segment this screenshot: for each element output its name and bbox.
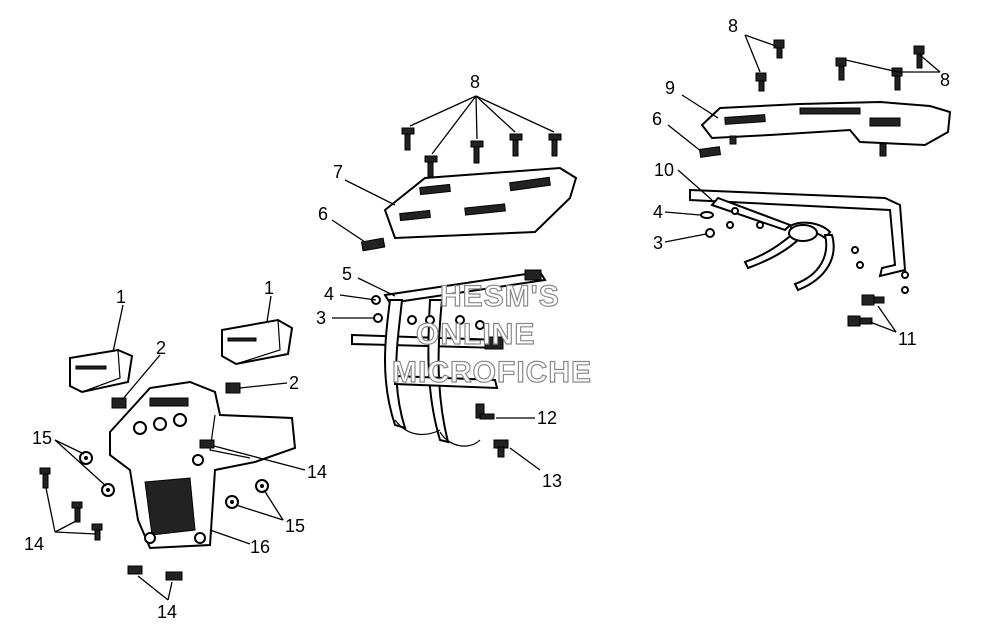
callout-8: 8 [728,16,738,36]
leader-10 [677,169,713,201]
washer-15d [255,479,269,493]
callout-2: 2 [156,338,166,358]
leader-16 [209,529,251,545]
callout-14: 14 [307,462,327,482]
watermark-line-2: ONLINE [416,318,535,351]
front-rack-frame [351,269,547,447]
washer-15b [101,483,115,497]
nut-3b [705,228,715,238]
callout-4: 4 [653,202,663,222]
callout-3: 3 [653,233,663,253]
callout-14: 14 [157,602,177,622]
callout-5: 5 [342,264,352,284]
leader-15b2 [263,489,284,521]
screw-14-right [199,439,215,449]
watermark-line-3: MICROFICHE [392,356,592,389]
leader-1a [112,304,124,353]
callout-4: 4 [324,284,334,304]
callout-3: 3 [316,308,326,328]
screws-14-bottom [127,565,183,581]
leader-11a [877,305,897,333]
callout-1: 1 [264,278,274,298]
callout-10: 10 [654,160,674,180]
leader-6b [667,124,703,153]
leader-7 [344,179,396,206]
rear-rack-frame [689,188,909,294]
leader-15a1 [54,439,85,455]
leader-4a [339,294,377,301]
leader-14c2 [167,581,173,601]
headlight-right [221,318,294,366]
bolt [470,140,484,164]
bolt [424,155,438,179]
leader-9 [681,94,719,119]
bulb-right [225,382,241,394]
front-rack-panel [383,166,578,240]
leader-13 [509,447,541,471]
leader-2a [121,354,161,401]
headlight-left [69,348,134,394]
leader-8c1 [919,54,941,73]
rear-rack-bolts [755,39,925,92]
washer-4b [700,211,714,219]
callout-6: 6 [652,109,662,129]
leader-14a1 [45,487,56,533]
bolt [401,127,415,151]
callout-1: 1 [116,287,126,307]
callout-2: 2 [289,373,299,393]
bolt [509,133,523,157]
washer-15c [225,495,239,509]
callout-15: 15 [32,428,52,448]
leader-14a2 [54,519,79,533]
washer-15a [79,451,93,465]
leader-11b [869,321,897,333]
callout-6: 6 [318,204,328,224]
headlight-pod [109,380,297,550]
leader-15a2 [54,439,107,487]
leader-14a3 [54,531,97,535]
watermark-line-1: HESM'S [440,280,560,313]
callout-12: 12 [537,408,557,428]
bolt-12 [475,403,495,420]
leader-15b1 [235,504,284,521]
callout-11: 11 [898,329,917,349]
leader-8c3 [845,59,899,73]
callout-14: 14 [24,534,44,554]
front-rack-bolts [401,127,562,179]
leader-14c1 [137,575,169,601]
callout-7: 7 [333,162,343,182]
leader-6a [331,219,366,243]
callout-9: 9 [665,78,675,98]
bolt-leaders-8 [409,95,555,155]
rear-rack-panel [700,100,952,157]
rear-decal [698,146,722,158]
leader-2b [239,382,288,389]
leader-8b1 [744,34,777,47]
leader-14b [213,445,306,471]
leader-5 [357,277,396,297]
callout-8: 8 [470,72,480,92]
callout-15: 15 [285,516,305,536]
screws-14-left [39,467,103,541]
bolt [548,133,562,157]
callout-8: 8 [940,70,950,90]
callout-16: 16 [250,537,270,557]
front-decal [360,237,386,252]
leader-4b [664,211,701,216]
bolt-13 [493,439,509,458]
leader-3b [664,233,707,243]
bulb-left [111,397,127,409]
leader-1b [266,295,272,323]
bolts-11 [847,294,885,327]
callout-13: 13 [542,471,562,491]
leader-8b2 [744,34,761,73]
